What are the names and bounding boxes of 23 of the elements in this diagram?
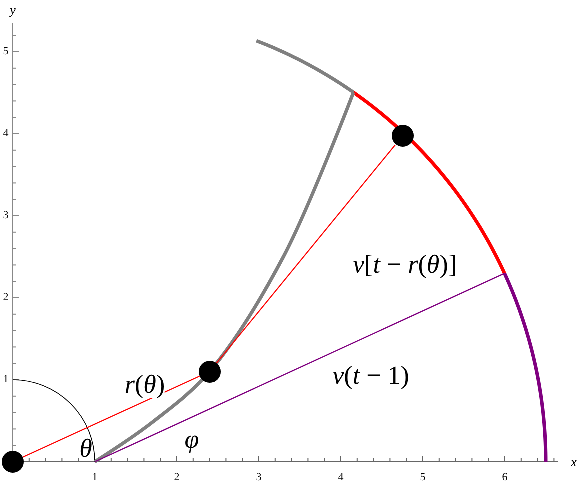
tick-label: 2 xyxy=(174,472,180,484)
point-marker xyxy=(392,125,414,148)
tick-label: 5 xyxy=(3,46,9,58)
tick-label: 2 xyxy=(3,292,9,304)
tick-label: 3 xyxy=(256,472,262,484)
angle-label: φ xyxy=(184,427,200,453)
tick-label: 3 xyxy=(3,210,9,222)
ray-line xyxy=(216,144,396,364)
edge-label: r(θ) xyxy=(124,372,166,398)
ray-line xyxy=(22,376,200,458)
tick-label: 1 xyxy=(3,374,9,386)
point-marker xyxy=(2,451,24,473)
tick-label: 4 xyxy=(338,472,344,484)
tick-label: 5 xyxy=(420,472,426,484)
axis-label: y xyxy=(10,4,16,16)
tick-label: 6 xyxy=(502,472,508,484)
angle-label: θ xyxy=(80,436,92,462)
tick-label: 4 xyxy=(3,128,9,140)
point-marker xyxy=(198,360,221,383)
axis-label: x xyxy=(571,456,577,468)
tick-label: 1 xyxy=(92,472,98,484)
math-label: v(t − 1) xyxy=(332,363,410,389)
edge-label: v[t − r(θ)] xyxy=(352,252,458,278)
